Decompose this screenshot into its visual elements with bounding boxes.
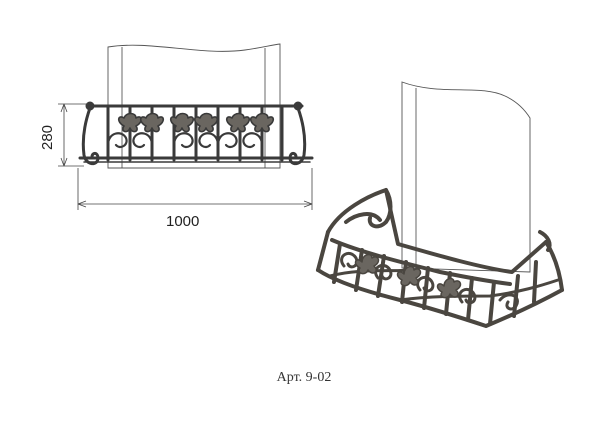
perspective-wall-outline xyxy=(401,81,531,273)
height-label: 280 xyxy=(39,125,56,150)
perspective-railing xyxy=(316,188,564,328)
front-railing xyxy=(78,101,314,166)
width-label: 1000 xyxy=(166,213,199,230)
front-view: 280 1000 xyxy=(39,43,314,230)
width-dimension xyxy=(77,168,313,210)
article-caption: Арт. 9-02 xyxy=(276,370,332,385)
height-dimension xyxy=(58,103,88,167)
perspective-view xyxy=(316,81,564,328)
